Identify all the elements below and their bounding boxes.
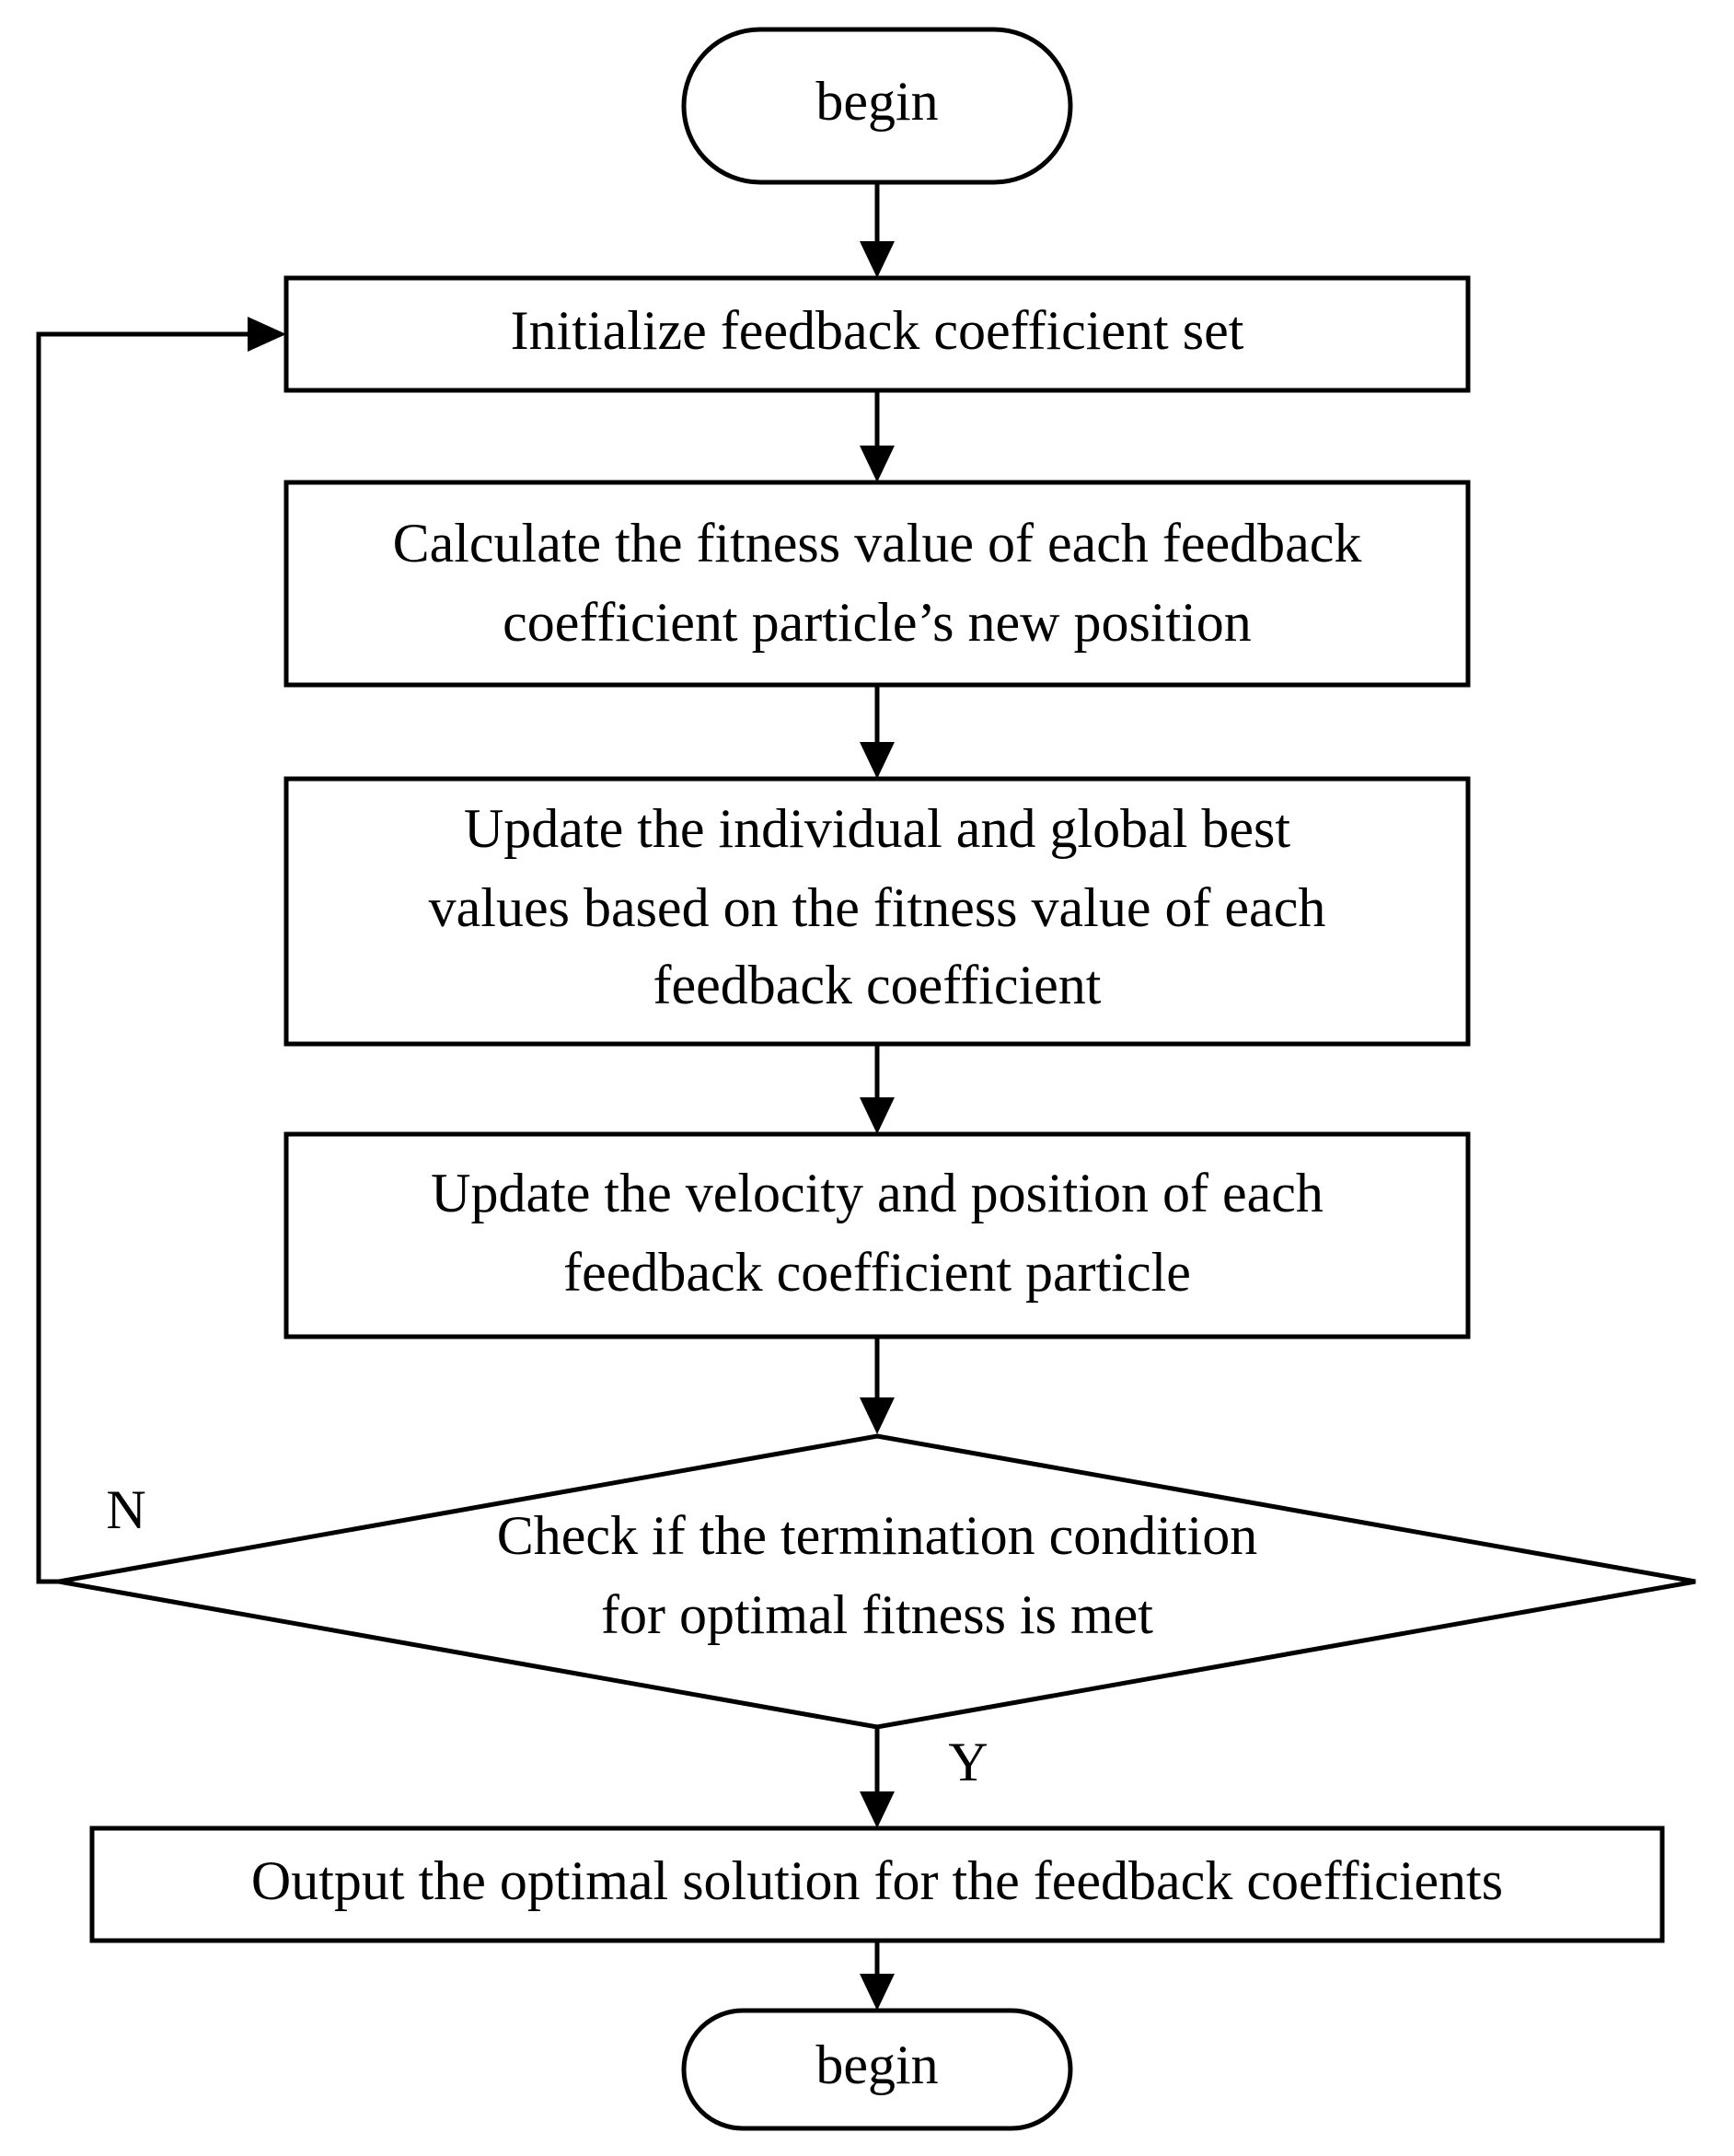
arrow-init-to-calc	[860, 390, 895, 482]
decision-line-1: Check if the termination condition	[497, 1505, 1257, 1566]
arrow-output-to-end	[860, 1941, 895, 2011]
arrow-start-to-init	[860, 182, 895, 278]
update-velocity-line-1: Update the velocity and position of each	[431, 1163, 1324, 1223]
output-label: Output the optimal solution for the feed…	[251, 1850, 1503, 1911]
update-velocity-box	[283, 1131, 1471, 1339]
arrow-no-loop-to-init	[36, 317, 286, 1584]
start-label: begin	[815, 71, 938, 132]
update-best-line-2: values based on the fitness value of eac…	[429, 877, 1326, 938]
update-velocity-line-2: feedback coefficient particle	[563, 1242, 1191, 1303]
end-terminator-shape	[681, 2008, 1073, 2131]
yes-branch-label: Y	[948, 1732, 988, 1792]
decision-diamond	[58, 1433, 1696, 1730]
arrow-yes-to-output	[860, 1727, 895, 1828]
initialize-box	[283, 275, 1471, 393]
decision-line-2: for optimal fitness is met	[601, 1584, 1153, 1645]
arrow-update-best-to-update-velocity	[860, 1044, 895, 1134]
update-best-line-3: feedback coefficient	[653, 955, 1102, 1015]
output-step: Output the optimal solution for the feed…	[89, 1826, 1665, 1943]
update-best-box	[283, 776, 1471, 1047]
calculate-fitness-line-2: coefficient particle’s new position	[503, 592, 1252, 653]
no-branch-label: N	[106, 1479, 145, 1540]
termination-decision: Check if the termination condition for o…	[58, 1433, 1696, 1730]
initialize-step: Initialize feedback coefficient set	[283, 275, 1471, 393]
arrow-calc-to-update-best	[860, 685, 895, 779]
end-node: begin	[681, 2008, 1073, 2131]
calculate-fitness-line-1: Calculate the fitness value of each feed…	[393, 513, 1362, 574]
calculate-fitness-step: Calculate the fitness value of each feed…	[283, 480, 1471, 688]
end-label: begin	[815, 2034, 938, 2095]
update-best-step: Update the individual and global best va…	[283, 776, 1471, 1047]
update-best-line-1: Update the individual and global best	[464, 798, 1290, 859]
initialize-label: Initialize feedback coefficient set	[511, 300, 1244, 361]
update-velocity-step: Update the velocity and position of each…	[283, 1131, 1471, 1339]
arrow-update-velocity-to-decision	[860, 1337, 895, 1434]
start-node: begin	[681, 27, 1073, 185]
